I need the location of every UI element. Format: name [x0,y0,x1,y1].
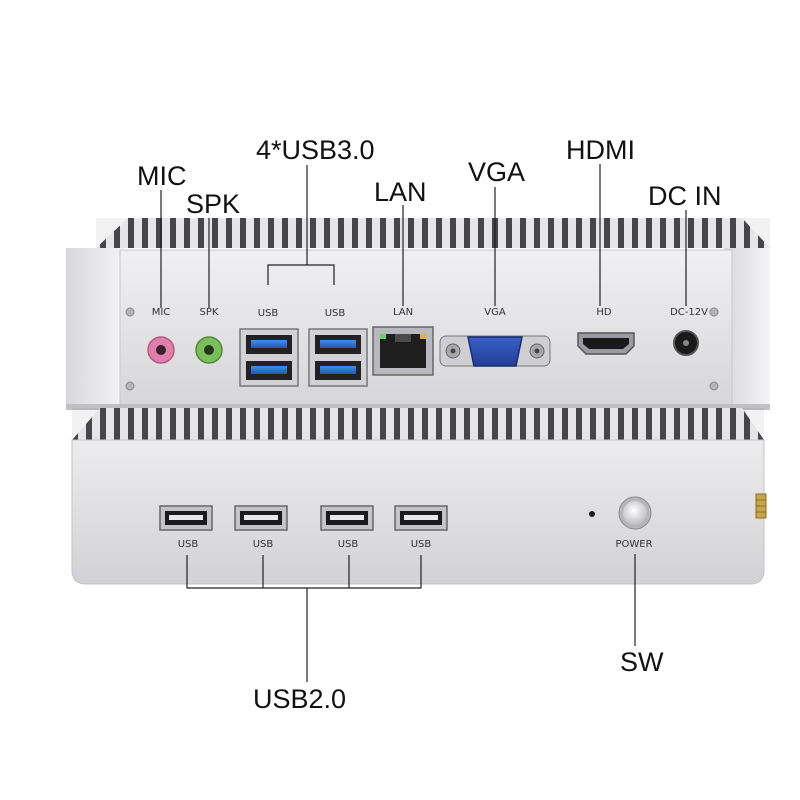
usb2-callout-label: USB2.0 [253,684,347,714]
power-button [618,496,652,530]
lan-port [372,326,434,376]
mic-jack [147,336,175,364]
usb3-port-stack-right [308,328,368,387]
screw-icon [125,307,135,317]
sw-callout-label: SW [620,647,664,677]
usb2-port [320,505,374,531]
rear-hd-label: HD [596,307,612,318]
lan-callout-label: LAN [374,177,427,207]
hdmi-port [577,332,635,355]
rear-dc-label: DC-12V [670,307,708,318]
rear-left-flange [66,248,124,408]
usb3-bracket-line [267,264,335,285]
usb2-port [159,505,213,531]
dc-power-jack [673,330,699,356]
usb3-callout-label: 4*USB3.0 [256,135,375,165]
leader-lines [160,164,687,682]
dc-in-callout-label: DC IN [648,181,722,211]
rear-spk-label: SPK [199,307,219,318]
rear-top-fins [96,218,770,248]
rear-usb-label-left: USB [257,308,279,319]
usb2-port [234,505,288,531]
antenna-connector-icon [755,493,767,519]
rear-top-fins-shade [96,218,770,248]
rear-mic-label: MIC [151,307,171,318]
mic-callout-label: MIC [137,161,187,191]
screw-icon [709,381,719,391]
usb2-bracket-line [186,555,422,589]
rear-vga-label: VGA [484,307,506,318]
front-top-fins [72,408,764,440]
front-usb-label-4: USB [410,539,432,550]
spk-jack [195,336,223,364]
front-usb-label-3: USB [337,539,359,550]
front-top-fins-shade [72,408,764,440]
screw-icon [709,307,719,317]
usb2-port [394,505,448,531]
front-unit [71,408,767,585]
front-power-label: POWER [615,539,653,550]
front-usb-label-2: USB [252,539,274,550]
front-usb-label-1: USB [177,539,199,550]
rear-lan-label: LAN [392,307,414,318]
spk-callout-label: SPK [186,189,241,219]
hdmi-callout-label: HDMI [566,135,635,165]
vga-port [439,335,551,367]
rear-bottom-edge [66,404,770,410]
rear-usb-label-right: USB [324,308,346,319]
screw-icon [125,381,135,391]
usb3-port-stack-left [239,328,299,387]
status-led-icon [589,511,595,517]
vga-callout-label: VGA [468,157,526,187]
rear-unit [66,218,770,410]
